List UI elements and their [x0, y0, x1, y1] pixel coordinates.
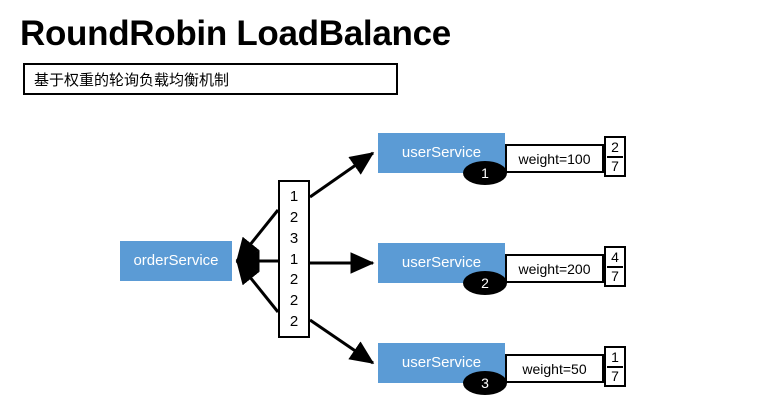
edge-to-user-service-3 — [309, 318, 375, 365]
user-service-label: userService — [401, 254, 482, 271]
sequence-digit: 2 — [289, 292, 299, 310]
fraction-bar — [607, 365, 623, 368]
share-fraction-user-service-1: 2 7 — [604, 136, 626, 177]
edge-to-user-service-1 — [309, 151, 375, 199]
fan-out-edges — [309, 151, 375, 365]
fraction-bar — [607, 155, 623, 158]
status-badge-user-service-1: 1 — [463, 161, 507, 185]
sequence-digit: 1 — [289, 250, 299, 268]
status-badge-user-service-2: 2 — [463, 271, 507, 295]
fan-in-edges — [235, 209, 280, 313]
fraction-denominator: 7 — [611, 157, 619, 174]
fraction-numerator: 2 — [611, 138, 619, 155]
subtitle-box: 基于权重的轮询负载均衡机制 — [23, 63, 398, 95]
fraction-numerator: 1 — [611, 348, 619, 365]
status-badge-user-service-3: 3 — [463, 371, 507, 395]
fraction-denominator: 7 — [611, 267, 619, 284]
share-fraction-user-service-3: 1 7 — [604, 346, 626, 387]
weight-box-user-service-3: weight=50 — [505, 354, 604, 383]
fraction-denominator: 7 — [611, 367, 619, 384]
user-service-label: userService — [401, 354, 482, 371]
weight-label: weight=50 — [522, 360, 587, 377]
sequence-digit: 2 — [289, 208, 299, 226]
sequence-digit: 2 — [289, 313, 299, 331]
sequence-digit: 1 — [289, 187, 299, 205]
sequence-digit: 3 — [289, 229, 299, 247]
round-robin-sequence-column: 1 2 3 1 2 2 2 — [278, 180, 310, 338]
weight-label: weight=200 — [518, 260, 591, 277]
weight-label: weight=100 — [518, 150, 591, 167]
fraction-numerator: 4 — [611, 248, 619, 265]
weight-box-user-service-2: weight=200 — [505, 254, 604, 283]
node-order-service[interactable]: orderService — [120, 241, 232, 281]
edge-column-top-to-order — [235, 209, 280, 263]
order-service-label: orderService — [133, 252, 219, 269]
subtitle-text: 基于权重的轮询负载均衡机制 — [34, 71, 230, 89]
sequence-digit: 2 — [289, 271, 299, 289]
share-fraction-user-service-2: 4 7 — [604, 246, 626, 287]
edge-column-bottom-to-order — [235, 259, 280, 313]
page-title: RoundRobin LoadBalance — [20, 14, 451, 53]
weight-box-user-service-1: weight=100 — [505, 144, 604, 173]
fraction-bar — [607, 265, 623, 268]
user-service-label: userService — [401, 144, 482, 161]
